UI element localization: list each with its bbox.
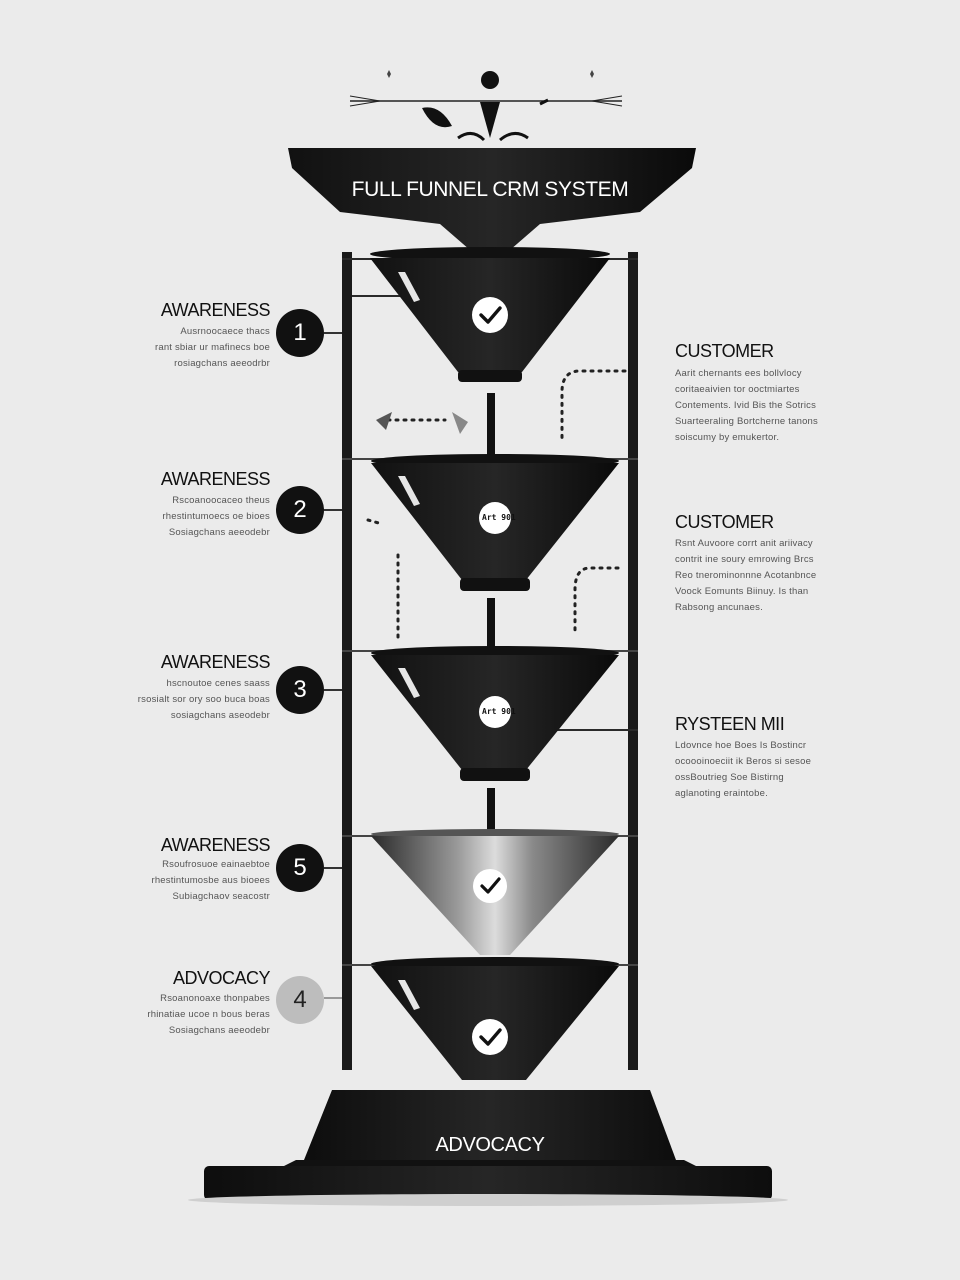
stage-number-badge: 2 [276, 486, 324, 534]
funnel-badges [472, 297, 511, 1055]
top-decoration [349, 70, 623, 142]
stage-description: Ausrnoocaece thacs rant sbiar ur mafinec… [154, 326, 270, 369]
stage-number-badge: 5 [276, 844, 324, 892]
stage-title: ADVOCACY [172, 968, 271, 988]
base-label: ADVOCACY [435, 1134, 545, 1156]
stage-number-badge: 3 [276, 666, 324, 714]
note-title: CUSTOMER [675, 512, 774, 532]
stage-description: Rsoufrosuoe eainaebtoe rhestintumosbe au… [151, 859, 270, 902]
funnel-title: FULL FUNNEL CRM SYSTEM [351, 178, 629, 201]
note-description: Rsnt Auvoore corrt anit ariivacy contrit… [675, 538, 817, 613]
note-title: CUSTOMER [675, 341, 774, 361]
stage-description: hscnoutoe cenes saass rsosialt sor ory s… [137, 678, 270, 721]
stage-title: AWARENESS [160, 835, 271, 855]
stage-title: AWARENESS [160, 300, 271, 320]
stage-title: AWARENESS [160, 469, 271, 489]
stage-number-badge: 4 [276, 976, 324, 1024]
stage-description: Rsoanonoaxe thonpabes rhinatiae ucoe n b… [147, 993, 270, 1036]
note-description: Aarit chernants ees bollvlocy coritaeaiv… [675, 368, 818, 443]
funnel-badge-text: Art 901 [482, 707, 516, 716]
stage-title: AWARENESS [160, 652, 271, 672]
stage-number-badge: 1 [276, 309, 324, 357]
stage-description: Rscoanoocaceo theus rhestintumoecs oe bi… [162, 495, 270, 538]
note-description: Ldovnce hoe Boes Is Bostincr ocoooinoeci… [675, 740, 812, 799]
note-title: RYSTEEN MII [675, 714, 785, 734]
funnel-badge-text: Art 901 [482, 513, 516, 522]
